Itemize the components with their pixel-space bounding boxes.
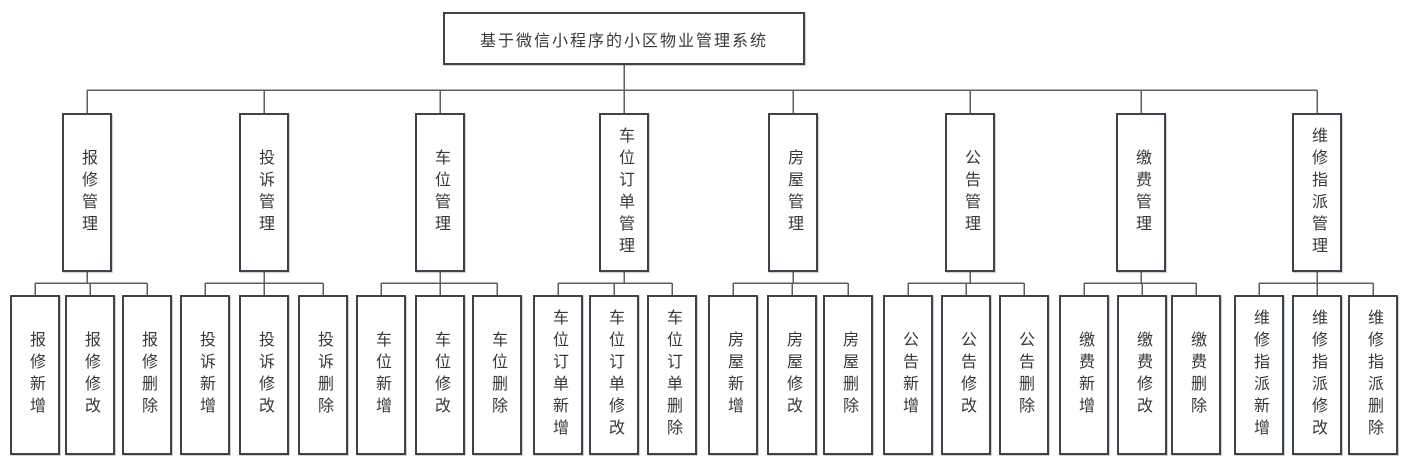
leaf-node-label: 车位订单新增: [550, 309, 567, 441]
branch-node: 房屋管理: [768, 113, 818, 272]
leaf-node: 报修新增: [10, 295, 60, 455]
leaf-node: 投诉新增: [180, 295, 230, 455]
leaf-node-label: 维修指派修改: [1309, 309, 1326, 441]
leaf-node: 投诉修改: [239, 295, 289, 455]
leaf-node-label: 投诉新增: [197, 331, 214, 419]
leaf-node: 维修指派删除: [1348, 295, 1398, 455]
branch-node: 车位管理: [415, 113, 465, 272]
branch-node-label: 维修指派管理: [1309, 126, 1326, 259]
leaf-node-label: 房屋修改: [784, 331, 801, 419]
branch-node: 维修指派管理: [1292, 113, 1342, 272]
leaf-node-label: 公告修改: [958, 331, 975, 419]
branch-node: 缴费管理: [1116, 113, 1166, 272]
leaf-node: 车位订单新增: [533, 295, 583, 455]
leaf-node: 车位修改: [415, 295, 465, 455]
branch-node-label: 投诉管理: [256, 148, 273, 237]
branch-node-label: 车位管理: [432, 148, 449, 237]
leaf-node: 报修修改: [65, 295, 115, 455]
leaf-node: 维修指派修改: [1292, 295, 1342, 455]
branch-node-label: 房屋管理: [785, 148, 802, 237]
leaf-node-label: 车位新增: [373, 331, 390, 419]
leaf-node: 车位新增: [356, 295, 406, 455]
branch-node-label: 缴费管理: [1133, 148, 1150, 237]
leaf-node-label: 投诉删除: [315, 331, 332, 419]
leaf-node-label: 报修删除: [139, 331, 156, 419]
branch-node-label: 公告管理: [962, 148, 979, 237]
leaf-node-label: 报修新增: [27, 331, 44, 419]
leaf-node: 车位删除: [472, 295, 522, 455]
branch-node: 报修管理: [62, 113, 112, 272]
leaf-node-label: 报修修改: [82, 331, 99, 419]
leaf-node-label: 缴费修改: [1134, 331, 1151, 419]
leaf-node-label: 车位订单修改: [606, 309, 623, 441]
leaf-node-label: 缴费新增: [1076, 331, 1093, 419]
leaf-node: 公告删除: [999, 295, 1049, 455]
root-node-label: 基于微信小程序的小区物业管理系统: [479, 32, 768, 50]
leaf-node: 车位订单删除: [647, 295, 697, 455]
leaf-node: 维修指派新增: [1234, 295, 1284, 455]
leaf-node-label: 车位删除: [489, 331, 506, 419]
branch-node: 投诉管理: [239, 113, 289, 272]
branch-node: 车位订单管理: [599, 113, 649, 272]
leaf-node-label: 维修指派新增: [1251, 309, 1268, 441]
leaf-node: 报修删除: [122, 295, 172, 455]
branch-node: 公告管理: [945, 113, 995, 272]
leaf-node: 房屋删除: [823, 295, 873, 455]
leaf-node: 缴费删除: [1171, 295, 1221, 455]
leaf-node-label: 公告新增: [900, 331, 917, 419]
leaf-node-label: 投诉修改: [256, 331, 273, 419]
leaf-node-label: 房屋新增: [725, 331, 742, 419]
leaf-node-label: 公告删除: [1016, 331, 1033, 419]
leaf-node: 公告修改: [941, 295, 991, 455]
leaf-node: 缴费新增: [1059, 295, 1109, 455]
leaf-node: 房屋修改: [767, 295, 817, 455]
branch-node-label: 报修管理: [79, 148, 96, 237]
leaf-node: 公告新增: [883, 295, 933, 455]
leaf-node: 车位订单修改: [589, 295, 639, 455]
leaf-node-label: 缴费删除: [1188, 331, 1205, 419]
root-node: 基于微信小程序的小区物业管理系统: [443, 12, 805, 65]
leaf-node: 房屋新增: [708, 295, 758, 455]
leaf-node-label: 房屋删除: [840, 331, 857, 419]
leaf-node-label: 车位订单删除: [664, 309, 681, 441]
leaf-node-label: 车位修改: [432, 331, 449, 419]
leaf-node: 缴费修改: [1117, 295, 1167, 455]
leaf-node: 投诉删除: [298, 295, 348, 455]
branch-node-label: 车位订单管理: [616, 126, 633, 259]
leaf-node-label: 维修指派删除: [1365, 309, 1382, 441]
